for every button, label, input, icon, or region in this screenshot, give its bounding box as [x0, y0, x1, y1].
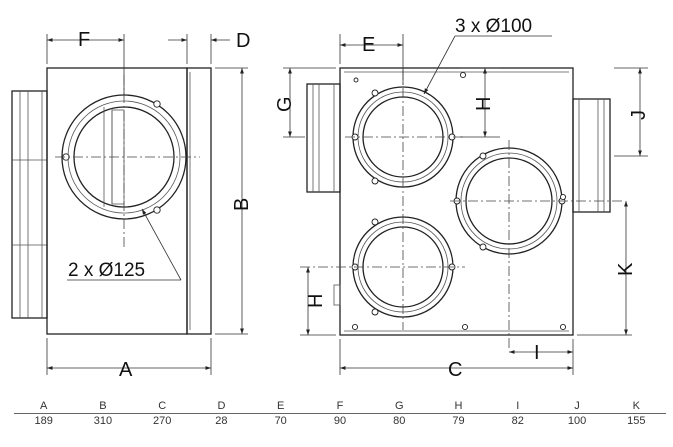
front-right-duct [572, 98, 611, 213]
table-value-j: 100 [547, 413, 607, 428]
dim-label-h-bottom: H [305, 294, 327, 308]
callout-2x125: 2 x Ø125 [68, 260, 145, 281]
dim-label-g: G [274, 96, 296, 112]
table-header-a: A [39, 400, 48, 412]
side-body-depth [186, 67, 212, 335]
screw-icon [461, 323, 469, 331]
dimension-table: A B C D E F G H I J K 189 310 270 28 70 … [14, 399, 666, 428]
front-body [339, 67, 574, 336]
callout-3x100: 3 x Ø100 [455, 16, 532, 37]
table-value-d: 28 [191, 413, 252, 428]
front-view: E 3 x Ø100 G H J K H C I [274, 16, 650, 381]
dim-label-a: A [119, 359, 133, 381]
screw-icon [479, 152, 487, 160]
table-header-h: H [454, 400, 463, 412]
screw-icon [353, 77, 359, 83]
table-header-f: F [336, 400, 344, 412]
screw-icon [371, 89, 379, 97]
screw-icon [371, 308, 379, 316]
side-duct-connector [11, 90, 48, 319]
table-value-k: 155 [606, 413, 666, 428]
table-header-e: E [277, 400, 285, 412]
screw-icon [153, 206, 161, 214]
screw-icon [559, 193, 567, 201]
table-value-e: 70 [251, 413, 311, 428]
table-value-c: 270 [132, 413, 192, 428]
side-view: F D B A 2 x Ø125 [11, 29, 253, 381]
front-left-duct [306, 83, 341, 193]
table-header-d: D [217, 400, 226, 412]
table-header-c: C [158, 400, 167, 412]
table-value-a: 189 [14, 413, 74, 428]
screw-icon [459, 71, 467, 79]
table-header-i: I [516, 400, 520, 412]
table-header-b: B [99, 400, 107, 412]
dim-label-c: C [448, 359, 462, 381]
table-value-g: 80 [369, 413, 429, 428]
table-header-j: J [574, 400, 580, 412]
screw-icon [479, 243, 487, 251]
screw-icon [559, 323, 567, 331]
screw-icon [153, 100, 161, 108]
table-header-g: G [394, 400, 404, 412]
dim-label-f: F [78, 29, 90, 51]
dim-label-k: K [615, 262, 637, 276]
table-value-b: 310 [73, 413, 133, 428]
dim-label-d: D [236, 30, 250, 52]
table-header-k: K [632, 400, 640, 412]
dim-label-i: I [534, 342, 540, 364]
dim-label-b: B [231, 198, 253, 211]
dim-label-e: E [362, 34, 375, 56]
table-value-f: 90 [310, 413, 370, 428]
table-value-i: 82 [488, 413, 548, 428]
screw-icon [371, 218, 379, 226]
dim-label-h-top: H [473, 97, 495, 111]
screw-icon [371, 177, 379, 185]
table-value-h: 79 [428, 413, 489, 428]
dim-label-j: J [628, 110, 650, 120]
screw-icon [351, 323, 359, 331]
